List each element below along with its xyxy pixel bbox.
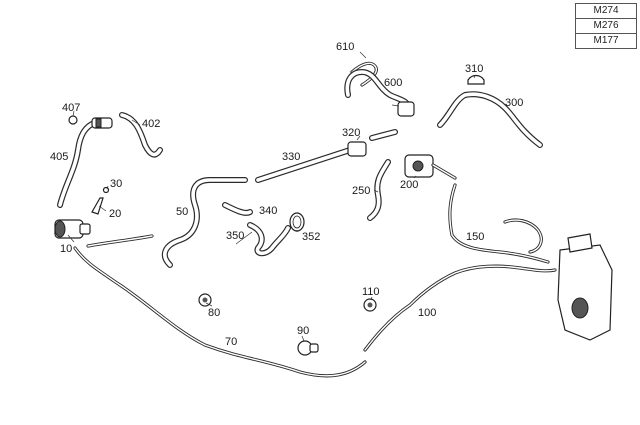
callout-150: 150 [466, 231, 484, 243]
part-350-coolant-hose[interactable] [247, 222, 291, 257]
callout-407: 407 [62, 102, 80, 114]
part-150-coolant-line[interactable] [448, 183, 550, 264]
part-30-bolt[interactable] [102, 186, 110, 194]
part-402-coolant-hose[interactable] [119, 112, 163, 158]
part-20-bracket[interactable] [91, 197, 104, 215]
part-310-clamp[interactable] [467, 74, 485, 85]
engine-model-table: M274 M276 M177 [575, 3, 637, 49]
callout-70: 70 [225, 336, 237, 348]
callout-352: 352 [302, 231, 320, 243]
coolant-expansion-tank[interactable] [557, 233, 613, 341]
part-200-thermostat-housing[interactable] [404, 154, 457, 180]
callout-330: 330 [282, 151, 300, 163]
part-300-coolant-hose[interactable] [437, 91, 543, 148]
part-90-valve[interactable] [297, 340, 319, 356]
callout-300: 300 [505, 97, 523, 109]
callout-250: 250 [352, 185, 370, 197]
part-70-coolant-line[interactable] [73, 246, 367, 378]
callout-405: 405 [50, 151, 68, 163]
part-80-clamp[interactable] [198, 293, 212, 307]
part-352-sealing-ring[interactable] [289, 212, 305, 232]
callout-200: 200 [400, 179, 418, 191]
part-600-coolant-hose[interactable] [344, 69, 415, 117]
callout-80: 80 [208, 307, 220, 319]
part-10-coolant-pump[interactable] [54, 219, 154, 248]
part-407-clamp[interactable] [68, 115, 78, 125]
callout-90: 90 [297, 325, 309, 337]
part-405-coolant-hose[interactable] [57, 121, 95, 208]
leader-lines [67, 51, 476, 342]
callout-350: 350 [226, 230, 244, 242]
callout-50: 50 [176, 206, 188, 218]
callout-610: 610 [336, 41, 354, 53]
callout-310: 310 [465, 63, 483, 75]
part-610-coolant-line[interactable] [350, 61, 378, 87]
callout-100: 100 [418, 307, 436, 319]
callout-10: 10 [60, 243, 72, 255]
part-400-connector[interactable] [91, 117, 113, 129]
callout-20: 20 [109, 208, 121, 220]
callout-110: 110 [362, 286, 380, 298]
callout-600: 600 [384, 77, 402, 89]
callout-320: 320 [342, 127, 360, 139]
part-250-coolant-hose[interactable] [367, 159, 391, 221]
part-340-coolant-hose[interactable] [222, 202, 253, 216]
callout-30: 30 [110, 178, 122, 190]
part-50-coolant-hose[interactable] [161, 177, 248, 268]
callout-402: 402 [142, 118, 160, 130]
part-320-connector[interactable] [347, 129, 398, 157]
part-110-clamp[interactable] [363, 298, 377, 312]
callout-340: 340 [259, 205, 277, 217]
callout-labels: 407 402 405 30 20 10 50 80 70 90 110 100… [50, 41, 523, 348]
part-100-coolant-line[interactable] [363, 264, 557, 352]
part-330-coolant-hose[interactable] [255, 147, 353, 183]
model-cell: M177 [575, 33, 637, 49]
